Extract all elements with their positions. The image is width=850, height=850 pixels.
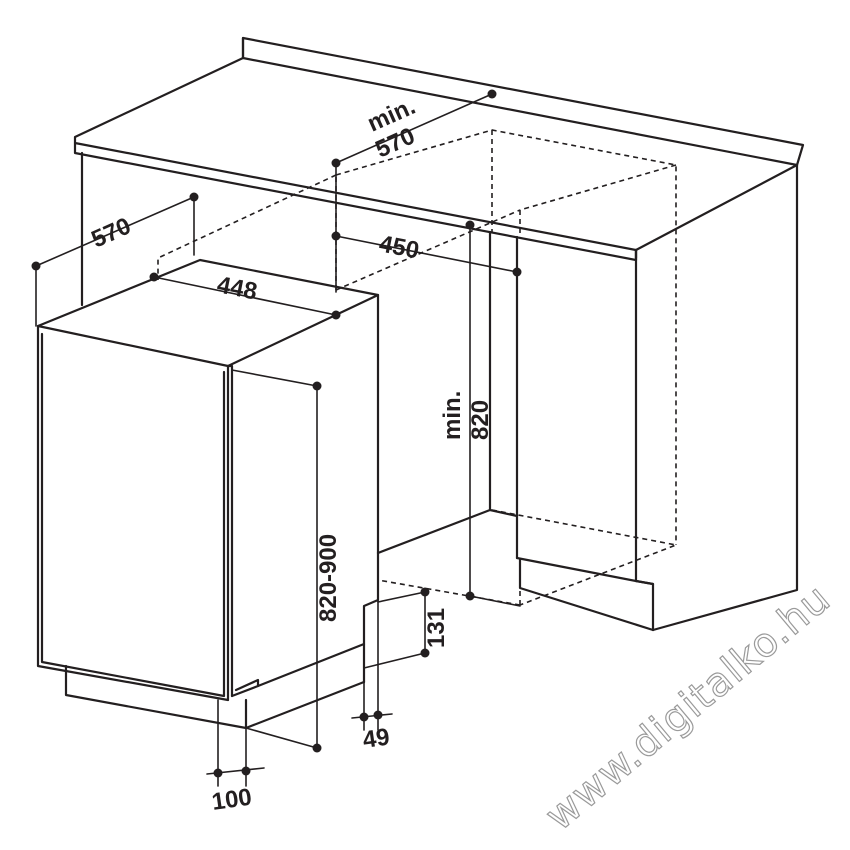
label-appliance-width: 448	[215, 271, 259, 305]
label-niche-height-value: 820	[467, 400, 494, 440]
cabinet-body	[80, 151, 799, 632]
dimension-lines	[31, 89, 522, 787]
label-appliance-height: 820-900	[315, 534, 342, 622]
label-niche-width: 450	[377, 230, 421, 264]
label-plinth-recess: 49	[361, 723, 391, 753]
dimension-labels: min. 570 570 448 450 min. 820 820-900 13…	[87, 93, 494, 816]
label-door-offset: 100	[210, 784, 253, 816]
label-plinth-height: 131	[423, 608, 450, 648]
label-niche-height-prefix: min.	[439, 391, 466, 440]
niche-dashed-outline	[157, 129, 679, 606]
dishwasher	[36, 258, 380, 730]
label-appliance-depth: 570	[87, 213, 135, 254]
countertop	[73, 36, 805, 262]
watermark: www.digitalko.hu	[537, 575, 840, 839]
